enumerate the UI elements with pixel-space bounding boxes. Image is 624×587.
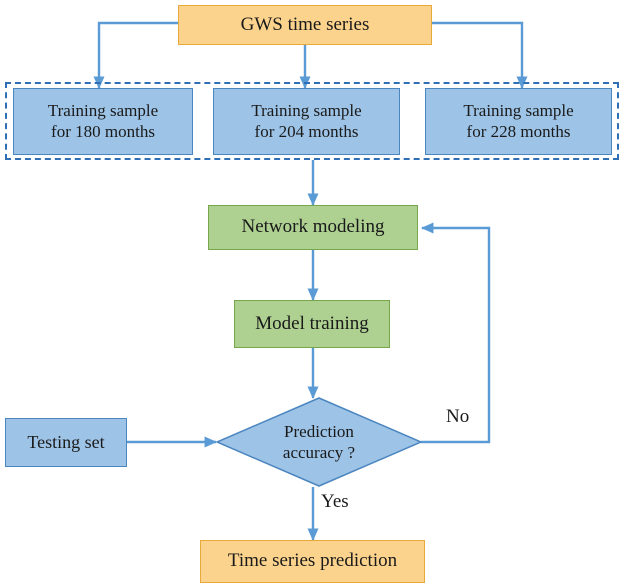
node-training-sample-228[interactable]: Training sample for 228 months (425, 88, 612, 155)
node-model-training[interactable]: Model training (234, 300, 390, 348)
node-gws-time-series[interactable]: GWS time series (178, 5, 432, 45)
diamond-shape (215, 397, 423, 487)
edge-label-yes: Yes (321, 491, 349, 512)
node-time-series-prediction[interactable]: Time series prediction (200, 540, 425, 583)
edge-source-to-sample-180 (93, 21, 178, 89)
training-samples-group (5, 82, 619, 160)
node-training-sample-180[interactable]: Training sample for 180 months (13, 88, 193, 155)
edge-source-to-sample-228 (432, 21, 528, 89)
decision-label: Prediction accuracy ? (282, 421, 356, 462)
node-network-modeling[interactable]: Network modeling (208, 205, 418, 250)
node-testing-set[interactable]: Testing set (5, 418, 127, 467)
node-training-sample-204[interactable]: Training sample for 204 months (213, 88, 400, 155)
edge-label-no: No (446, 406, 470, 427)
node-prediction-accuracy-decision[interactable]: Prediction accuracy ? (215, 397, 423, 487)
